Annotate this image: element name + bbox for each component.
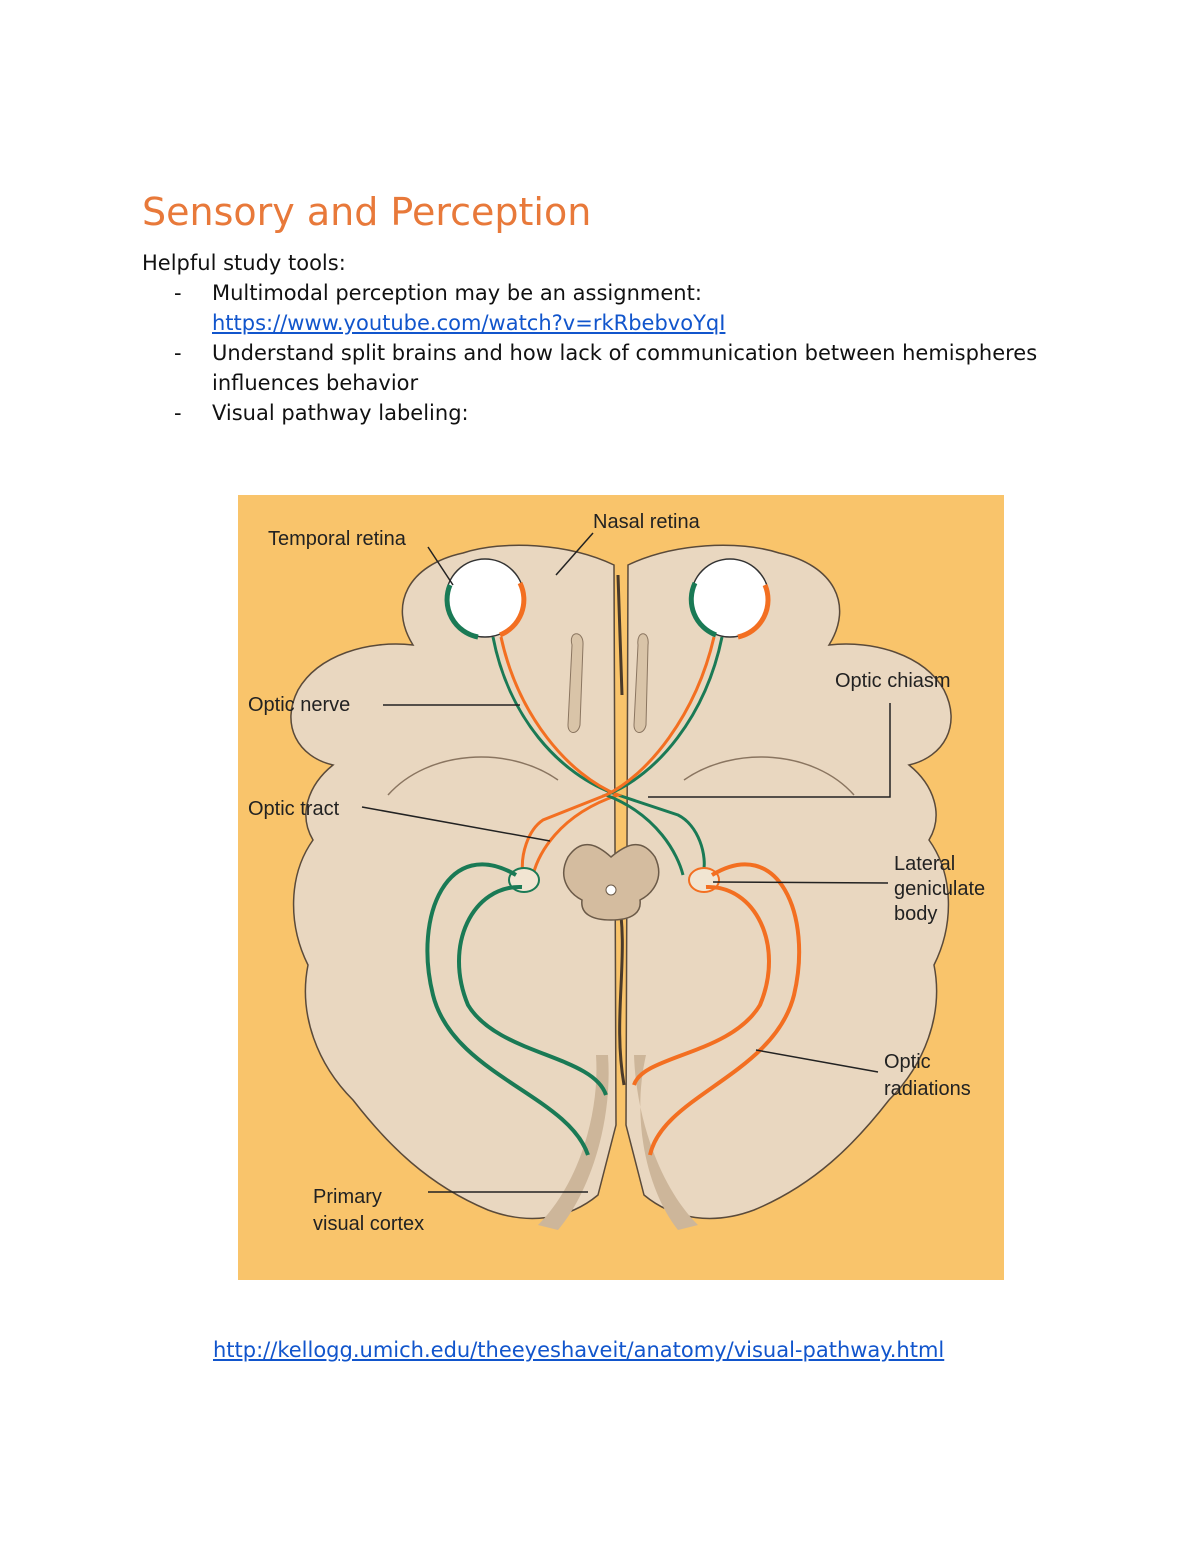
aqueduct <box>605 884 617 896</box>
leader-lines <box>361 532 891 1193</box>
list-item-text: Understand split brains and how lack of … <box>212 341 1038 395</box>
leader-optic-chiasm <box>648 703 891 798</box>
visual-pathway-diagram: Temporal retina Nasal retina Optic nerve… <box>238 495 1004 1280</box>
left-optic-radiation-inner <box>457 884 608 1096</box>
list-bullet: - <box>174 341 182 365</box>
list-item: - Multimodal perception may be an assign… <box>142 278 1042 338</box>
leader-lateral-geniculate <box>712 881 889 884</box>
list-item: - Understand split brains and how lack o… <box>142 338 1042 398</box>
midbrain <box>562 843 660 921</box>
right-olfactory-tract <box>633 633 649 733</box>
youtube-link[interactable]: https://www.youtube.com/watch?v=rkRbebvo… <box>212 311 726 335</box>
study-tools-list: - Multimodal perception may be an assign… <box>142 278 1042 428</box>
label-lateral-geniculate-line-1: Lateral <box>894 853 955 875</box>
label-optic-radiations-line-2: radiations <box>884 1078 971 1100</box>
label-lateral-geniculate-line-3: body <box>894 903 937 925</box>
list-bullet: - <box>174 281 182 305</box>
leader-optic-radiations <box>755 1049 879 1073</box>
label-primary-visual-cortex-line-2: visual cortex <box>313 1213 424 1235</box>
label-optic-tract: Optic tract <box>248 798 340 820</box>
list-item-text: Visual pathway labeling: <box>212 401 469 425</box>
visual-pathway-source-link[interactable]: http://kellogg.umich.edu/theeyeshaveit/a… <box>213 1338 945 1362</box>
left-temporal-lobe-outline <box>387 756 559 796</box>
intro-text: Helpful study tools: <box>142 251 346 275</box>
label-optic-nerve: Optic nerve <box>248 694 350 716</box>
right-optic-radiation-inner <box>632 884 771 1086</box>
page-title: Sensory and Perception <box>142 190 592 234</box>
left-cortex-band <box>538 1055 609 1230</box>
left-nasal-retina <box>498 581 527 638</box>
leader-nasal-retina <box>555 532 594 576</box>
label-optic-radiations-line-1: Optic <box>884 1051 931 1073</box>
right-temporal-lobe-outline <box>683 756 855 796</box>
label-primary-visual-cortex-line-1: Primary <box>313 1186 382 1208</box>
label-nasal-retina: Nasal retina <box>593 511 701 533</box>
right-nasal-retina <box>688 581 717 638</box>
label-lateral-geniculate-line-2: geniculate <box>894 878 985 900</box>
right-optic-radiation-outer <box>648 862 802 1156</box>
label-temporal-retina: Temporal retina <box>268 528 407 550</box>
right-cortex-band <box>634 1055 698 1230</box>
right-eye-orange-fibers <box>520 636 716 876</box>
leader-optic-tract <box>361 806 551 842</box>
visual-pathway-svg: Temporal retina Nasal retina Optic nerve… <box>238 495 1004 1280</box>
left-olfactory-tract <box>567 633 584 733</box>
list-item: - Visual pathway labeling: <box>142 398 1042 428</box>
left-optic-radiation-outer <box>425 862 590 1156</box>
right-temporal-retina <box>737 584 771 640</box>
leader-temporal-retina <box>427 546 454 586</box>
list-bullet: - <box>174 401 182 425</box>
list-item-text: Multimodal perception may be an assignme… <box>212 281 702 305</box>
left-temporal-retina <box>444 584 479 640</box>
label-optic-chiasm: Optic chiasm <box>835 670 951 692</box>
